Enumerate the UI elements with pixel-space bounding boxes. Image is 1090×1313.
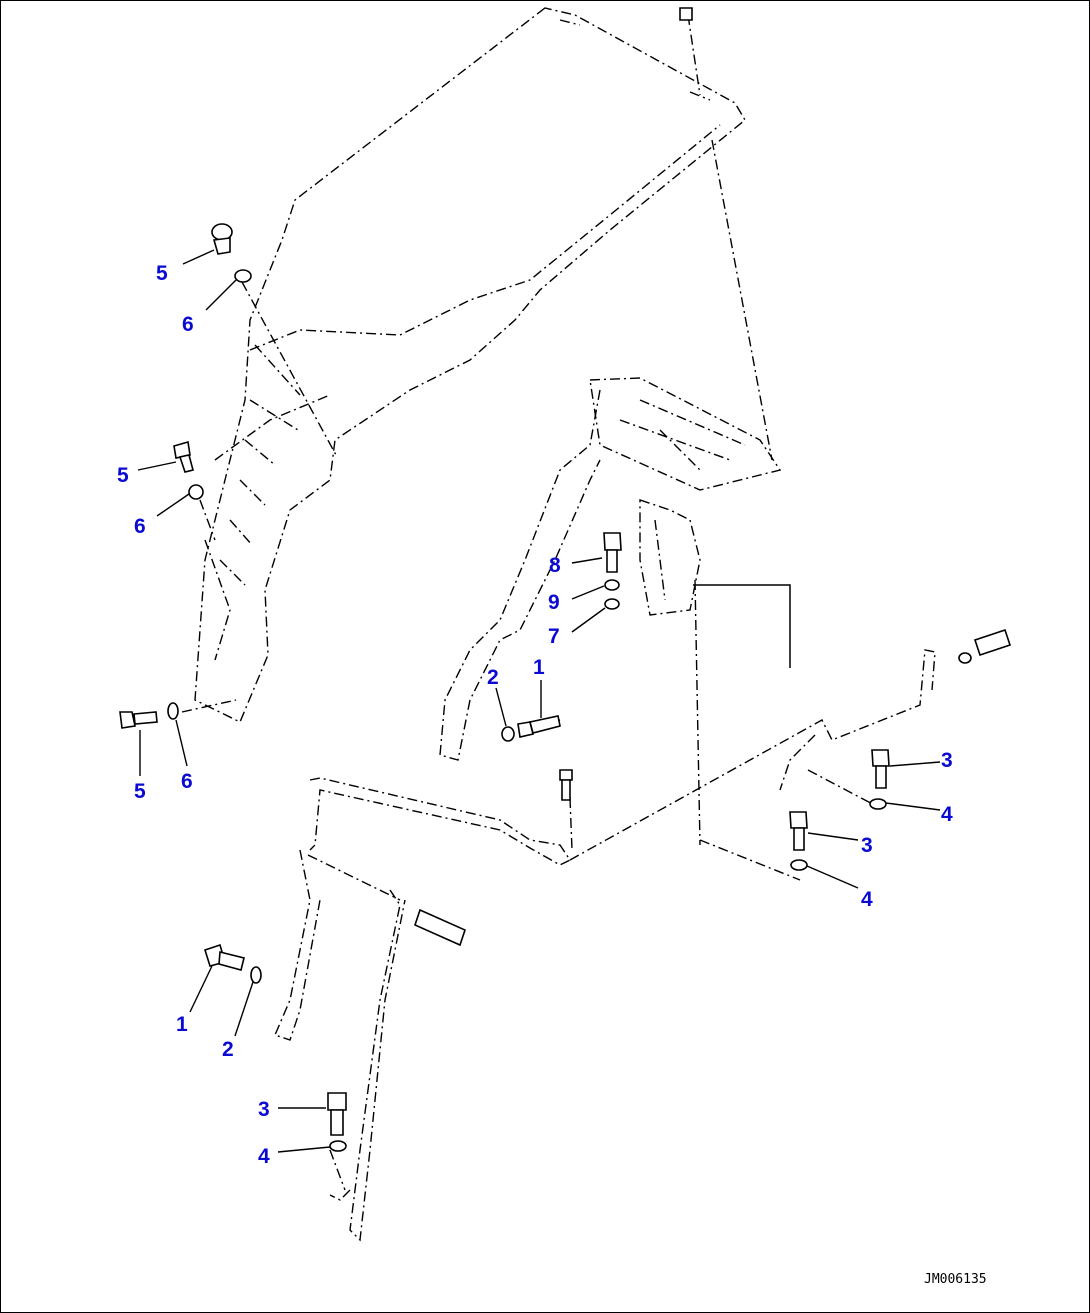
callout-8: 8 bbox=[549, 554, 561, 577]
bolt-5-low bbox=[119, 711, 158, 729]
bolt-3-right-upper bbox=[871, 749, 890, 789]
callout-1: 1 bbox=[533, 656, 545, 679]
bolt-1-lower bbox=[204, 943, 245, 971]
callout-2: 2 bbox=[222, 1038, 234, 1061]
callout-6: 6 bbox=[134, 515, 146, 538]
callout-6: 6 bbox=[181, 770, 193, 793]
callout-5: 5 bbox=[134, 780, 146, 803]
fender-outline bbox=[194, 7, 746, 723]
washers bbox=[167, 269, 887, 1152]
callout-7: 7 bbox=[548, 625, 560, 648]
bolt-lower-mid bbox=[414, 908, 466, 947]
callout-4: 4 bbox=[258, 1145, 270, 1168]
bolt-5-mid bbox=[173, 440, 194, 473]
bolt-far-right bbox=[958, 628, 1012, 664]
bolt-3-right-lower bbox=[789, 811, 808, 851]
drawing-reference-code: JM006135 bbox=[924, 1272, 987, 1287]
bolt-top-center bbox=[559, 769, 573, 801]
lower-bracket bbox=[274, 649, 936, 1242]
callout-9: 9 bbox=[548, 591, 560, 614]
bolt-8 bbox=[603, 532, 622, 573]
callout-4: 4 bbox=[861, 888, 873, 911]
bolt-5-top bbox=[211, 223, 233, 255]
leader-lines bbox=[137, 249, 941, 1153]
callout-6: 6 bbox=[182, 313, 194, 336]
callout-5: 5 bbox=[117, 464, 129, 487]
callout-5: 5 bbox=[156, 262, 168, 285]
callout-3: 3 bbox=[941, 749, 953, 772]
callouts: 5 6 5 6 5 6 8 9 7 2 1 3 4 3 4 1 2 3 4 bbox=[117, 262, 953, 1168]
callout-1: 1 bbox=[176, 1013, 188, 1036]
callout-3: 3 bbox=[258, 1098, 270, 1121]
callout-4: 4 bbox=[941, 803, 953, 826]
callout-2: 2 bbox=[487, 666, 499, 689]
bolt-1-center bbox=[517, 715, 561, 738]
bolt-top-right bbox=[679, 7, 693, 21]
reference-line bbox=[693, 584, 791, 668]
alignment-lines bbox=[181, 14, 881, 1191]
callout-3: 3 bbox=[861, 834, 873, 857]
bolt-3-lower bbox=[327, 1092, 347, 1136]
